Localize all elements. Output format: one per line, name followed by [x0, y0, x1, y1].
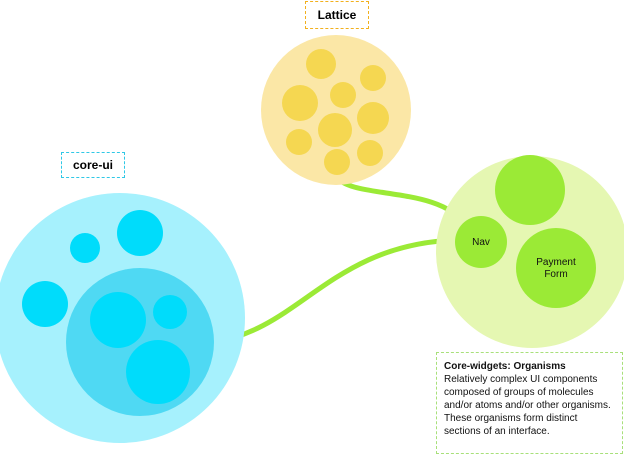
core-ui-atom — [22, 281, 68, 327]
lattice-atom — [330, 82, 356, 108]
payment-form-organism — [516, 228, 596, 308]
core-ui-atom — [126, 340, 190, 404]
payment-form-label: Payment Form — [520, 257, 592, 281]
lattice-atom — [360, 65, 386, 91]
nav-organism — [455, 216, 507, 268]
lattice-cluster — [261, 35, 411, 185]
lattice-atom — [282, 85, 318, 121]
core-ui-cluster — [0, 193, 245, 443]
lattice-atom — [318, 113, 352, 147]
connector-coreui-nav — [210, 237, 458, 345]
core-ui-atom — [117, 210, 163, 256]
organisms-note: Core-widgets: Organisms Relatively compl… — [436, 352, 623, 454]
lattice-atom — [306, 49, 336, 79]
core-ui-atom — [70, 233, 100, 263]
nav-label: Nav — [472, 237, 490, 248]
core-ui-atom — [90, 292, 146, 348]
organism-top — [495, 155, 565, 225]
lattice-atom — [286, 129, 312, 155]
lattice-tag: Lattice — [305, 1, 369, 29]
payment-form-label-line2: Form — [544, 269, 568, 280]
lattice-atom — [324, 149, 350, 175]
lattice-atom — [357, 140, 383, 166]
core-ui-atom — [153, 295, 187, 329]
note-title: Core-widgets: Organisms — [444, 361, 566, 372]
core-ui-tag: core-ui — [61, 152, 125, 178]
core-widgets-cluster — [436, 155, 624, 348]
payment-form-label-line1: Payment — [536, 257, 576, 268]
note-body: Relatively complex UI components compose… — [444, 374, 611, 437]
lattice-atom — [357, 102, 389, 134]
